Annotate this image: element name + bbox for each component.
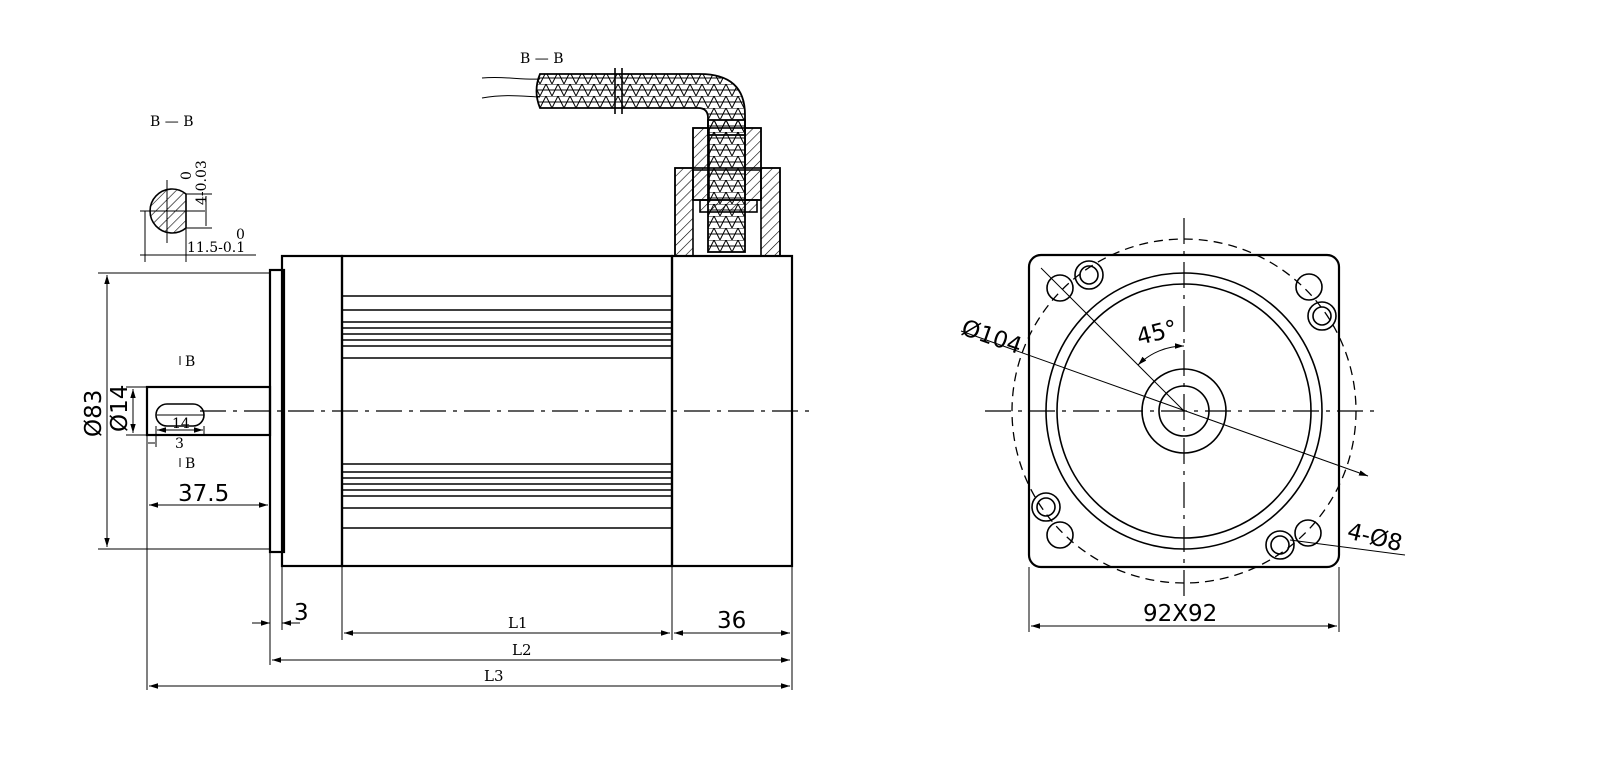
side-view: B B Ø83 Ø14 14 3 37.5 3 L1 xyxy=(81,254,812,690)
dim-shaft-diameter: Ø14 xyxy=(107,385,133,432)
dim-flange-thickness: 3 xyxy=(294,600,309,626)
dim-total-length-l2: L2 xyxy=(512,641,532,659)
keyway-tolerance-upper: 0 xyxy=(236,227,245,243)
dim-bolt-circle: Ø104 xyxy=(958,315,1025,360)
dim-rear-length: 36 xyxy=(717,608,746,634)
keyway-tolerance-nominal: 11.5-0.1 xyxy=(187,240,245,256)
cable-braid-vertical xyxy=(707,119,746,253)
cable-assembly: B — B xyxy=(481,51,781,257)
dim-housing-diameter: Ø83 xyxy=(81,390,107,437)
gland-body-left xyxy=(674,167,694,257)
section-mark-top: B xyxy=(185,354,195,370)
dim-body-length: L1 xyxy=(508,614,528,632)
dim-shaft-length: 37.5 xyxy=(178,481,229,507)
mounting-holes xyxy=(1031,260,1337,560)
key-tolerance-upper: 0 xyxy=(179,171,195,180)
gland-body-right xyxy=(760,167,781,257)
dim-key-length: 14 xyxy=(172,416,190,432)
section-mark-bottom: B xyxy=(185,456,195,472)
dim-angle: 45° xyxy=(1134,316,1180,351)
gland-nut-right xyxy=(744,127,762,201)
body-ribs-upper xyxy=(342,295,672,359)
dim-flange-size: 92X92 xyxy=(1143,601,1217,627)
section-label-shaft: B — B xyxy=(150,114,193,130)
front-view: 45° Ø104 4-Ø8 92X92 xyxy=(958,218,1406,632)
section-label-cable: B — B xyxy=(520,51,563,67)
dim-key-offset: 3 xyxy=(175,436,184,452)
dim-total-length-l3: L3 xyxy=(484,667,504,685)
key-tolerance-nominal: 4-0.03 xyxy=(194,160,210,205)
shaft-section-bb: B — B 4-0.03 0 11.5-0.1 0 xyxy=(140,114,256,262)
body-ribs-lower xyxy=(342,463,672,529)
cable-braid-horizontal xyxy=(535,73,746,136)
gland-nut-left xyxy=(692,127,710,201)
